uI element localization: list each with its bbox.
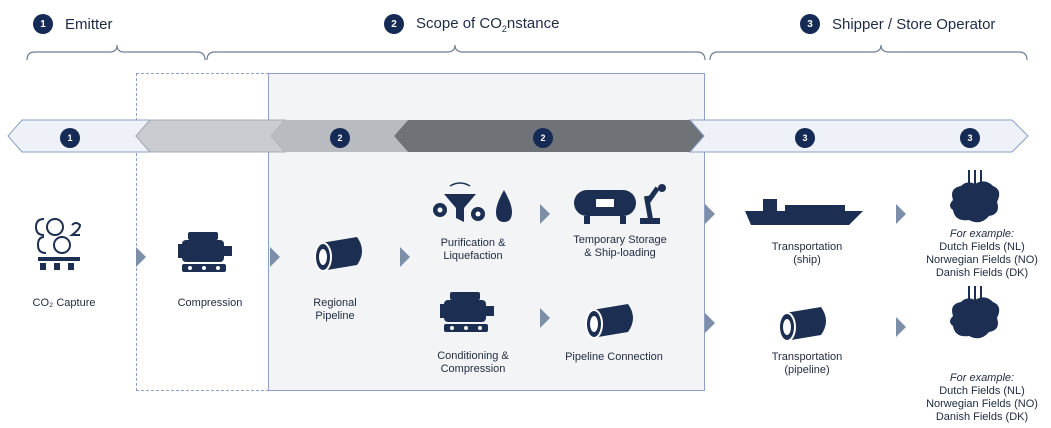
- band-marker: 3: [960, 128, 980, 148]
- flow-arrow: [540, 204, 550, 224]
- header-shipper-label: Shipper / Store Operator: [832, 15, 996, 33]
- band-marker: 2: [533, 128, 553, 148]
- header-scope-label: Scope of CO2nstance: [416, 14, 560, 34]
- reservoir-injection-icon: [950, 170, 1000, 223]
- flow-arrow: [896, 317, 906, 337]
- flow-arrow: [705, 204, 715, 224]
- step-label-transport-ship: Transportation(ship): [771, 241, 843, 266]
- co2-capture-icon: [34, 218, 82, 270]
- step-label-compression: Compression: [177, 297, 243, 309]
- compressor-icon: [440, 292, 494, 332]
- flow-arrow: [270, 247, 280, 267]
- step-label-purification: Purification &Liquefaction: [440, 237, 506, 262]
- step-label-capture: CO₂ Capture: [32, 297, 96, 309]
- band-segment-compression: [135, 119, 287, 153]
- step-label-transport-pipeline: Transportation(pipeline): [771, 351, 843, 376]
- storage-examples-bottom: For example: Dutch Fields (NL) Norwegian…: [926, 372, 1038, 423]
- compression-dashed-box: [136, 73, 269, 391]
- flow-arrow: [400, 247, 410, 267]
- pipe-icon: [778, 307, 826, 342]
- step-label-temp-storage: Temporary Storage& Ship-loading: [573, 234, 667, 259]
- compressor-icon: [178, 232, 232, 272]
- step-number-badge: 3: [800, 14, 820, 34]
- flow-arrow: [896, 204, 906, 224]
- step-label-conditioning: Conditioning &Compression: [437, 350, 509, 375]
- pipe-icon: [585, 304, 633, 339]
- ship-icon: [745, 199, 863, 225]
- step-number-badge: 2: [384, 14, 404, 34]
- pipe-icon: [314, 237, 362, 272]
- flow-arrow: [540, 308, 550, 328]
- process-band: [7, 119, 1029, 153]
- storage-examples-top: For example: Dutch Fields (NL) Norwegian…: [926, 228, 1038, 279]
- header-emitter-label: Emitter: [65, 15, 113, 33]
- step-label-pipeline-connection: Pipeline Connection: [565, 351, 663, 363]
- band-marker: 1: [60, 128, 80, 148]
- brace-scope: [206, 44, 706, 61]
- header-emitter: 1 Emitter: [33, 14, 113, 34]
- tank-robot-arm-icon: [574, 184, 666, 224]
- band-segment-shipper: [688, 119, 1029, 153]
- band-marker: 3: [795, 128, 815, 148]
- filter-gear-droplet-icon: [433, 182, 512, 222]
- brace-shipper: [709, 44, 1028, 61]
- band-marker: 2: [330, 128, 350, 148]
- reservoir-injection-icon: [950, 286, 1000, 339]
- flow-arrow: [705, 313, 715, 333]
- header-shipper: 3 Shipper / Store Operator: [800, 14, 995, 34]
- header-scope: 2 Scope of CO2nstance: [384, 14, 559, 34]
- header-braces: [26, 44, 1028, 61]
- brace-emitter: [26, 44, 206, 61]
- step-number-badge: 1: [33, 14, 53, 34]
- flow-arrow: [136, 247, 146, 267]
